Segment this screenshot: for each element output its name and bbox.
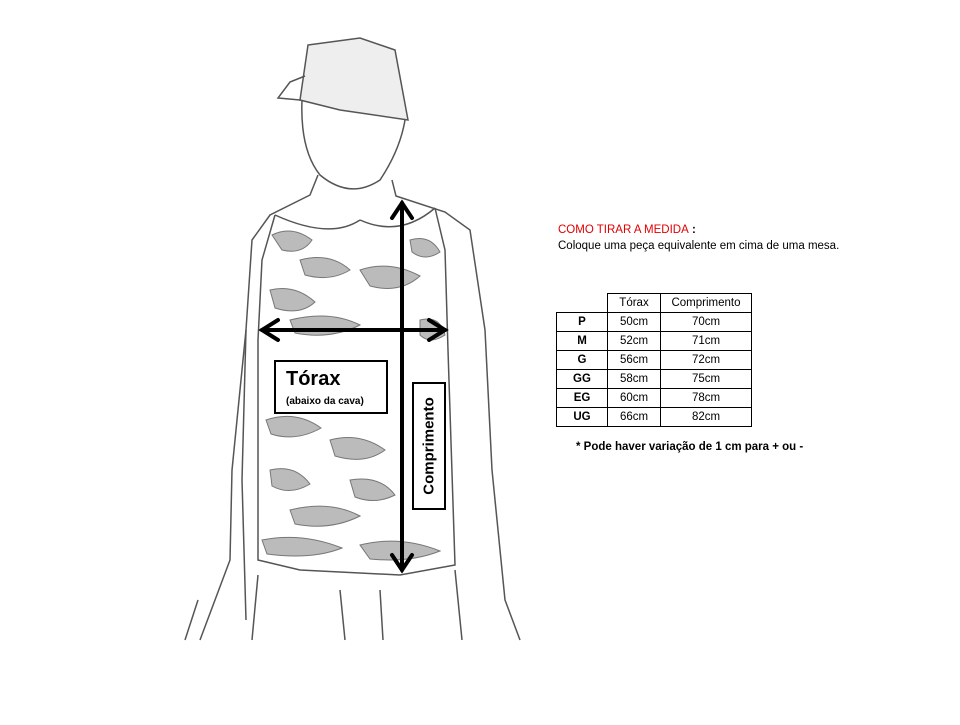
torax-cell: 52cm	[607, 331, 661, 351]
size-cell: M	[556, 331, 608, 351]
measurement-instructions: COMO TIRAR A MEDIDA : Coloque uma peça e…	[558, 222, 839, 254]
table-header-torax: Tórax	[607, 293, 661, 313]
tank-top-illustration: Tórax (abaixo da cava) Comprimento	[184, 37, 521, 641]
table-row: EG 60cm 78cm	[556, 388, 752, 408]
size-cell: UG	[556, 407, 608, 427]
size-table: Tórax Comprimento P 50cm 70cm M 52cm 71c…	[556, 293, 752, 427]
size-cell: P	[556, 312, 608, 332]
comprimento-label: Comprimento	[420, 397, 438, 495]
size-cell: G	[556, 350, 608, 370]
torax-cell: 58cm	[607, 369, 661, 389]
instructions-heading: COMO TIRAR A MEDIDA :	[558, 224, 696, 236]
table-header-comprimento: Comprimento	[660, 293, 752, 313]
comprimento-cell: 75cm	[660, 369, 752, 389]
instructions-title: COMO TIRAR A MEDIDA	[558, 224, 689, 236]
comprimento-cell: 82cm	[660, 407, 752, 427]
comprimento-cell: 72cm	[660, 350, 752, 370]
table-row: UG 66cm 82cm	[556, 407, 752, 427]
table-header-row: Tórax Comprimento	[556, 293, 752, 313]
torax-label: Tórax	[286, 368, 341, 390]
comprimento-cell: 70cm	[660, 312, 752, 332]
torax-label-box: Tórax (abaixo da cava)	[274, 360, 388, 414]
table-header-size	[556, 293, 608, 313]
comprimento-cell: 71cm	[660, 331, 752, 351]
size-cell: EG	[556, 388, 608, 408]
torax-cell: 60cm	[607, 388, 661, 408]
torax-cell: 66cm	[607, 407, 661, 427]
variation-note: * Pode haver variação de 1 cm para + ou …	[576, 441, 804, 453]
table-row: P 50cm 70cm	[556, 312, 752, 332]
torax-cell: 50cm	[607, 312, 661, 332]
table-row: G 56cm 72cm	[556, 350, 752, 370]
table-row: GG 58cm 75cm	[556, 369, 752, 389]
model-sketch	[184, 37, 521, 641]
comprimento-label-box: Comprimento	[412, 382, 446, 510]
torax-sublabel: (abaixo da cava)	[286, 396, 364, 407]
size-cell: GG	[556, 369, 608, 389]
table-row: M 52cm 71cm	[556, 331, 752, 351]
instructions-text: Coloque uma peça equivalente em cima de …	[558, 240, 840, 252]
torax-cell: 56cm	[607, 350, 661, 370]
comprimento-cell: 78cm	[660, 388, 752, 408]
